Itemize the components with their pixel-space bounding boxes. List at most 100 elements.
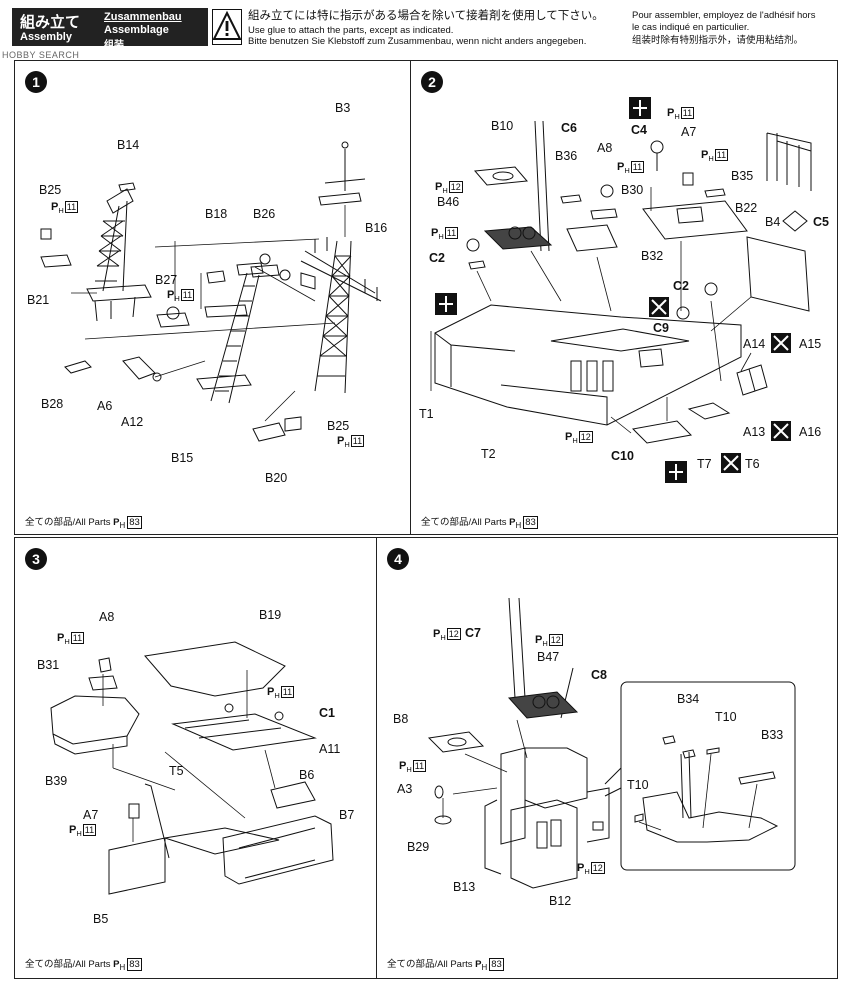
part-label: B29	[407, 840, 430, 854]
step-4-panel: 4	[376, 537, 838, 979]
part-label: C10	[611, 449, 634, 463]
part-label: B28	[41, 397, 64, 411]
step-number: 4	[387, 548, 409, 570]
part-label: A6	[97, 399, 113, 413]
part-label: A7	[83, 808, 99, 822]
part-label: B14	[117, 138, 140, 152]
part-label: A11	[319, 742, 341, 756]
part-label: B8	[393, 712, 409, 726]
part-label: C2	[429, 251, 445, 265]
step-4-drawing	[427, 597, 796, 889]
glue-note-english: Use glue to attach the parts, except as …	[248, 25, 454, 36]
part-label: T10	[715, 710, 737, 724]
part-label: B33	[761, 728, 784, 742]
watermark: HOBBY SEARCH	[2, 50, 80, 60]
part-label: B31	[37, 658, 60, 672]
part-label: C5	[813, 215, 829, 229]
part-label: C2	[673, 279, 689, 293]
glue-note-french-1: Pour assembler, employez de l'adhésif ho…	[632, 10, 816, 21]
step-1-panel: 1	[14, 60, 412, 535]
part-label: B16	[365, 221, 388, 235]
step-1-drawing	[40, 141, 382, 442]
part-label: A13	[743, 425, 766, 439]
part-label: T5	[169, 764, 184, 778]
part-label: B34	[677, 692, 700, 706]
title-english: Assembly	[20, 31, 72, 43]
glue-note-chinese: 组装时除有特别指示外，请使用粘结剂。	[632, 35, 804, 46]
part-label: A16	[799, 425, 822, 439]
part-label: C7	[465, 626, 481, 640]
part-label: C6	[561, 121, 577, 135]
part-label: A7	[681, 125, 697, 139]
part-label: C1	[319, 706, 335, 720]
part-label: B27	[155, 273, 178, 287]
part-label: B25	[327, 419, 350, 433]
step-number: 2	[421, 71, 443, 93]
part-label: C4	[631, 123, 647, 137]
part-label: T1	[419, 407, 434, 421]
part-label: B19	[259, 608, 282, 622]
part-label: B30	[621, 183, 644, 197]
part-label: B6	[299, 768, 315, 782]
part-label: T2	[481, 447, 496, 461]
title-japanese: 組み立て	[20, 14, 81, 31]
part-label: B46	[437, 195, 460, 209]
step-number: 1	[25, 71, 47, 93]
glue-warning-icon	[212, 9, 242, 45]
part-label: B13	[453, 880, 476, 894]
part-label: A14	[743, 337, 766, 351]
part-label: B5	[93, 912, 109, 926]
part-label: B3	[335, 101, 351, 115]
part-label: T7	[697, 457, 712, 471]
step-number: 3	[25, 548, 47, 570]
title-french: Assemblage	[104, 24, 169, 36]
title-chinese: 组装	[104, 40, 124, 51]
part-label: B21	[27, 293, 50, 307]
part-label: B15	[171, 451, 194, 465]
part-label: B18	[205, 207, 228, 221]
step-2-drawing	[430, 97, 812, 483]
part-label: T6	[745, 457, 760, 471]
part-label: A12	[121, 415, 144, 429]
part-label: B39	[45, 774, 68, 788]
instruction-header: 組み立て Assembly Zusammenbau Assemblage 组装 …	[0, 0, 848, 51]
glue-note-german: Bitte benutzen Sie Klebstoff zum Zusamme…	[248, 36, 587, 47]
glue-note-french-2: le cas indiqué en particulier.	[632, 22, 750, 33]
part-label: A3	[397, 782, 413, 796]
part-label: B20	[265, 471, 288, 485]
part-label: B4	[765, 215, 781, 229]
part-label: T10	[627, 778, 649, 792]
part-label: B47	[537, 650, 560, 664]
step-3-drawing	[50, 641, 334, 895]
part-label: A8	[99, 610, 115, 624]
part-label: B36	[555, 149, 578, 163]
part-label: B35	[731, 169, 754, 183]
part-label: A15	[799, 337, 822, 351]
assembly-title-block: 組み立て Assembly Zusammenbau Assemblage 组装	[12, 8, 208, 51]
step-2-panel: 2	[410, 60, 838, 535]
glue-note-japanese: 組み立てには特に指示がある場合を除いて接着剤を使用して下さい。	[248, 10, 604, 22]
part-label: B12	[549, 894, 572, 908]
title-german: Zusammenbau	[104, 11, 182, 23]
part-label: B26	[253, 207, 276, 221]
part-label: B32	[641, 249, 664, 263]
